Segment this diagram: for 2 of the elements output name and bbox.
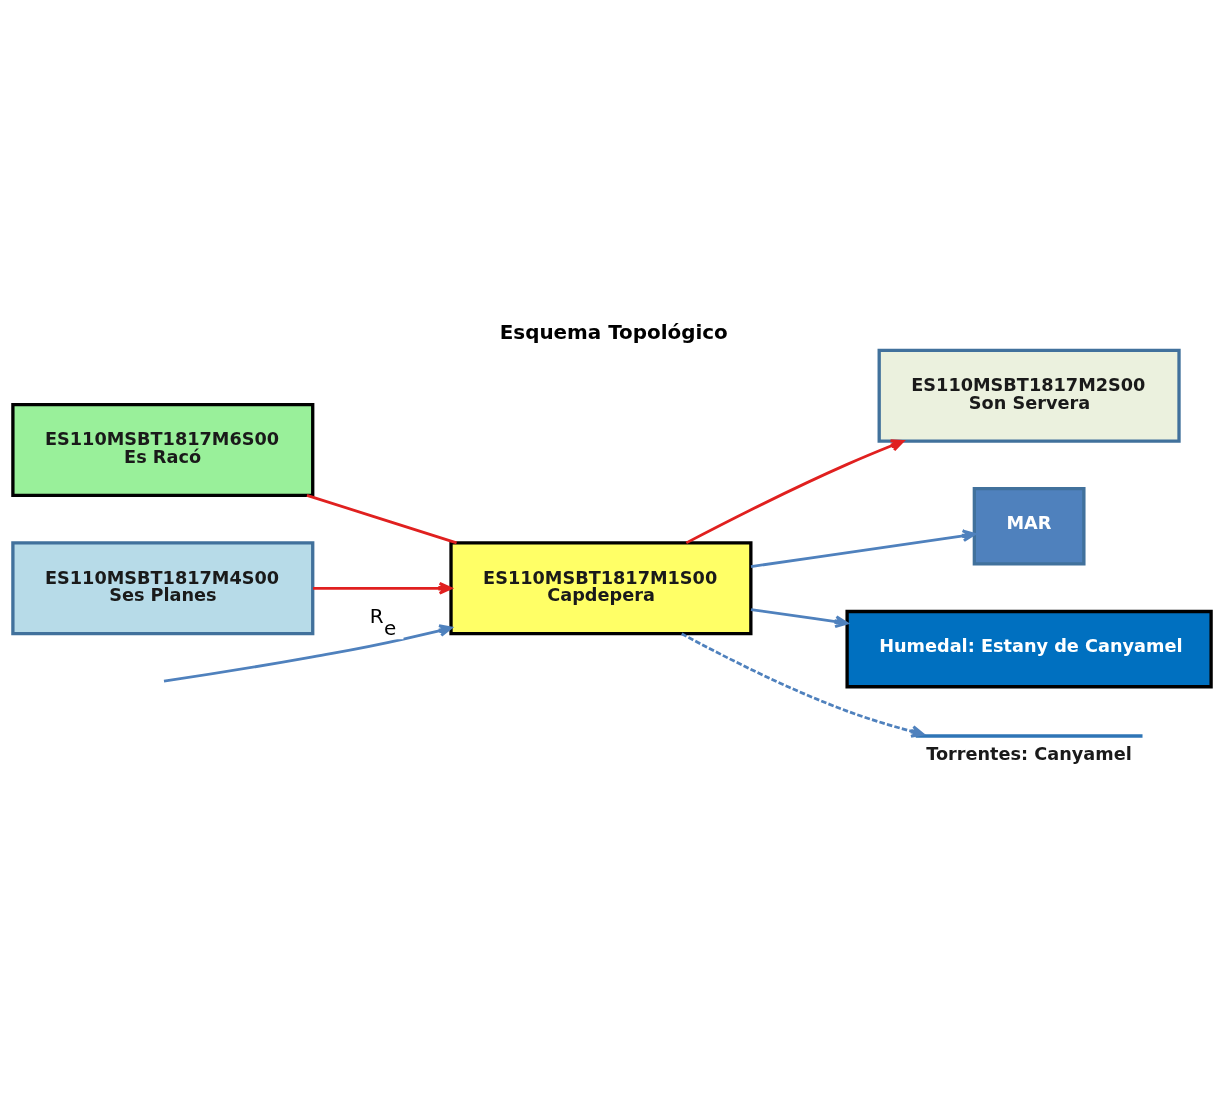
diagram-title: Esquema Topológico: [499, 320, 728, 344]
node-text: Torrentes: Canyamel: [926, 743, 1132, 764]
